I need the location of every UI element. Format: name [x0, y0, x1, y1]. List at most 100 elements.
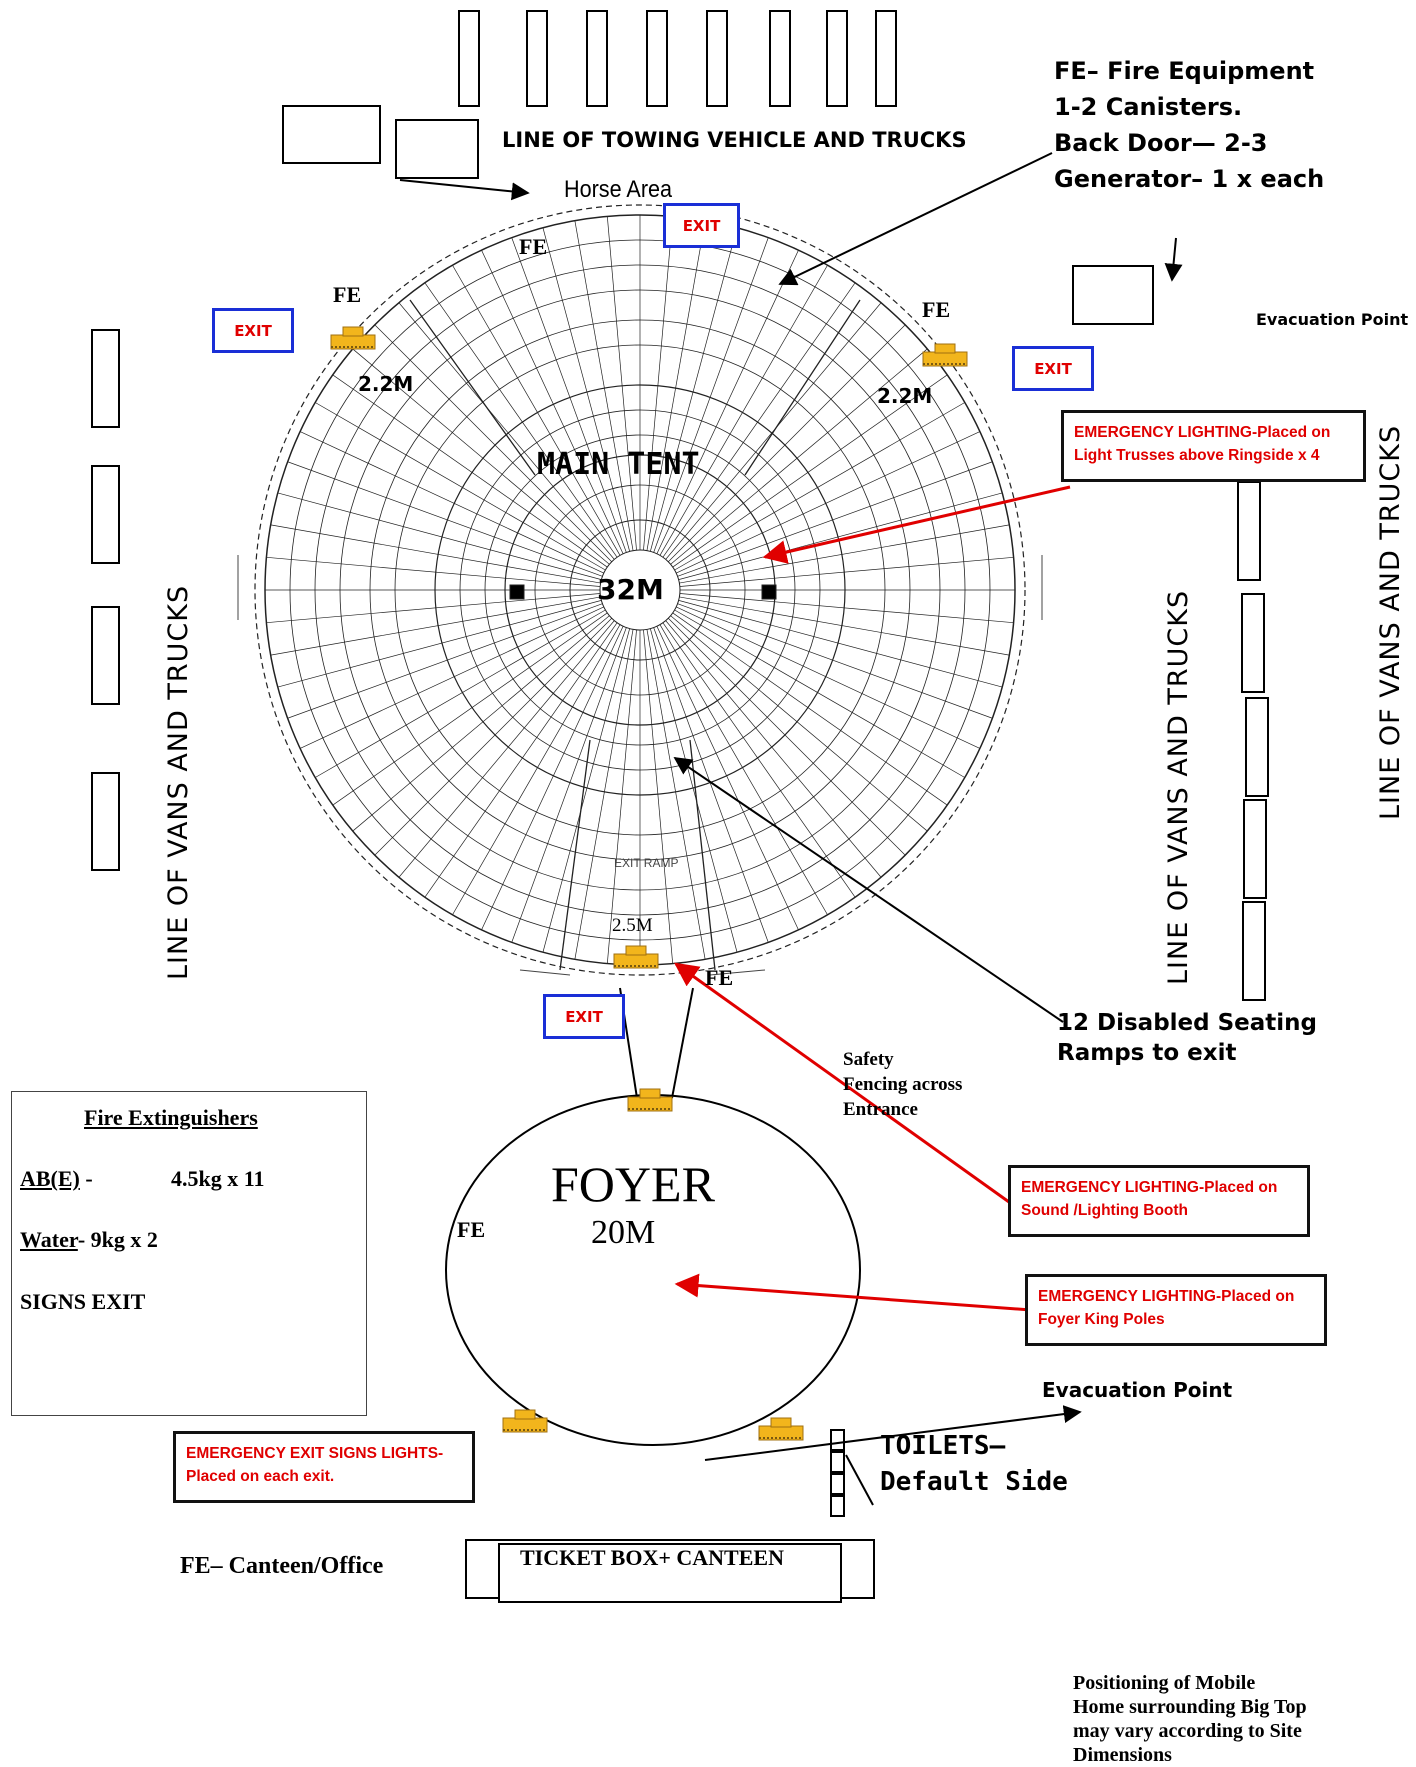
seating-spoke — [424, 282, 618, 558]
exit-top-left: EXIT — [212, 308, 294, 353]
towing-line-label: LINE OF TOWING VEHICLE AND TRUCKS — [502, 128, 967, 152]
fe-legend-line-4: Generator– 1 x each — [1054, 165, 1325, 193]
horse-area-label: Horse Area — [564, 176, 673, 203]
seating-spoke — [511, 237, 627, 553]
note-line-3: may vary according to Site — [1073, 1720, 1302, 1742]
seating-spoke — [674, 609, 965, 778]
seating-spoke — [650, 227, 738, 552]
seating-spoke — [574, 629, 634, 960]
seating-spoke — [606, 629, 637, 964]
seating-spoke — [287, 461, 603, 577]
emergency-lighting-foyer: EMERGENCY LIGHTING-Placed on Foyer King … — [1025, 1274, 1327, 1346]
evacuation-point-bottom: Evacuation Point — [1042, 1378, 1233, 1402]
disabled-ramps-line-1: 12 Disabled Seating — [1057, 1010, 1318, 1036]
seating-spoke — [670, 348, 928, 565]
seating-spoke — [676, 606, 981, 749]
seating-spoke — [315, 609, 606, 778]
seating-spoke — [662, 622, 856, 898]
fe-legend-title: Fire Extinguishers — [84, 1105, 258, 1130]
fe-legend-line-1: FE– Fire Equipment — [1054, 57, 1315, 85]
seating-spoke — [672, 612, 948, 806]
seating-spoke — [270, 596, 601, 656]
fe-legend-water-row: Water- 9kg x 2 — [20, 1227, 158, 1253]
em-ringside-line-2: Light Trusses above Ringside x 4 — [1074, 447, 1320, 464]
note-line-1: Positioning of Mobile — [1073, 1672, 1256, 1694]
em-exit-line-2: Placed on each exit. — [186, 1468, 335, 1485]
seating-spoke — [678, 492, 1003, 580]
seating-spoke — [374, 618, 612, 856]
seating-spoke — [606, 216, 637, 551]
fe-marker-entrance: FE — [705, 965, 734, 990]
exit-ramp-label: EXIT RAMP — [614, 856, 679, 870]
aisle-width-left: 2.2M — [358, 372, 414, 396]
ticket-box-label: TICKET BOX+ CANTEEN — [520, 1545, 784, 1570]
seating-spoke — [679, 593, 1014, 624]
seating-spoke — [650, 628, 738, 953]
seating-spoke — [452, 624, 621, 915]
ab-label: AB(E) — [20, 1166, 80, 1191]
exit-top: EXIT — [663, 203, 740, 248]
seating-spoke — [542, 628, 630, 953]
seating-spoke — [670, 615, 928, 832]
safety-fencing-note: Safety Fencing across Entrance — [843, 1047, 962, 1122]
vans-left-label: LINE OF VANS AND TRUCKS — [163, 584, 194, 980]
toilets-line-2: Default Side — [880, 1467, 1068, 1497]
water-label: Water — [20, 1227, 78, 1252]
seating-spoke — [270, 524, 601, 584]
aisle-width-right: 2.2M — [877, 384, 933, 408]
seating-spoke — [662, 282, 856, 558]
note-line-4: Dimensions — [1073, 1744, 1172, 1766]
ticket-box-building — [465, 1539, 875, 1603]
seating-spoke — [481, 249, 624, 554]
seating-spoke — [677, 603, 993, 719]
seating-spoke — [665, 620, 882, 878]
toilets-label: TOILETS– Default Side — [880, 1428, 1068, 1500]
seating-spoke — [643, 216, 674, 551]
fe-canteen-label: FE– Canteen/Office — [180, 1553, 384, 1579]
emergency-exit-signs: EMERGENCY EXIT SIGNS LIGHTS- Placed on e… — [173, 1431, 475, 1503]
seating-spoke — [668, 324, 906, 562]
seating-spoke — [678, 600, 1003, 688]
seating-spoke — [352, 615, 610, 832]
seating-spoke — [674, 402, 965, 571]
seating-spoke — [542, 227, 630, 552]
main-tent-label: MAIN TENT — [537, 447, 700, 482]
seating-spoke — [659, 265, 828, 556]
seating-spoke — [424, 622, 618, 898]
exit-bottom: EXIT — [543, 994, 625, 1039]
fe-legend-signs-exit: SIGNS EXIT — [20, 1289, 146, 1314]
seating-spoke — [679, 524, 1010, 584]
seating-spoke — [672, 374, 948, 568]
fe-legend-line-2: 1-2 Canisters. — [1054, 93, 1243, 121]
em-booth-line-2: Sound /Lighting Booth — [1021, 1202, 1189, 1219]
seating-spoke — [315, 402, 606, 571]
seating-spoke — [332, 612, 608, 806]
seating-spoke — [656, 249, 799, 554]
fe-legend-line-3: Back Door— 2-3 — [1054, 129, 1268, 157]
seating-spoke — [646, 220, 706, 551]
seating-spoke — [287, 603, 603, 719]
ab-dash: - — [79, 1166, 93, 1191]
seating-spoke — [679, 556, 1014, 587]
seating-spoke — [659, 624, 828, 915]
note-line-2: Home surrounding Big Top — [1073, 1696, 1307, 1718]
foyer-size-label: 20M — [591, 1214, 656, 1251]
seating-spoke — [266, 593, 601, 624]
foyer-label: FOYER — [551, 1156, 715, 1212]
fe-marker-foyer: FE — [457, 1217, 486, 1242]
fe-legend-ab-value: 4.5kg x 11 — [171, 1166, 265, 1191]
seating-spoke — [679, 596, 1010, 656]
vans-left-column — [91, 329, 120, 871]
mobile-home-note: Positioning of Mobile Home surrounding B… — [1073, 1671, 1307, 1767]
safety-line-2: Fencing across — [843, 1074, 963, 1095]
vans-mid-right-label: LINE OF VANS AND TRUCKS — [1163, 589, 1194, 985]
em-foyer-line-1: EMERGENCY LIGHTING-Placed on — [1038, 1288, 1295, 1305]
safety-line-1: Safety — [843, 1049, 894, 1070]
seating-spoke — [668, 618, 906, 856]
seating-spoke — [677, 461, 993, 577]
main-tent-plan — [254, 204, 1026, 976]
red-arrows — [674, 485, 1071, 1312]
seating-spoke — [374, 324, 612, 562]
toilets-line-1: TOILETS– — [880, 1431, 1006, 1461]
